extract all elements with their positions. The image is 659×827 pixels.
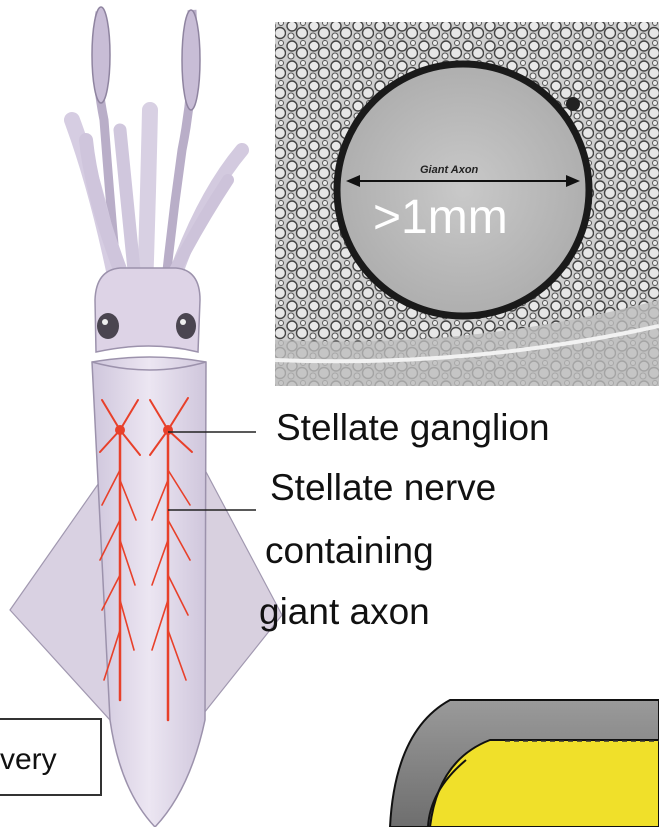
cropped-caption-text: very (0, 745, 57, 775)
squid-illustration (10, 7, 282, 827)
label-stellate-nerve-line3: giant axon (259, 593, 430, 630)
axon-cylinder-diagram (390, 700, 659, 827)
squid-eye-left (97, 313, 119, 339)
squid-head (95, 268, 200, 352)
squid-tentacle-club-right (182, 10, 200, 110)
stellate-ganglion-left (115, 425, 125, 435)
squid-fin-left (10, 470, 110, 720)
giant-axon (337, 64, 589, 316)
axon-diameter-label: >1mm (373, 194, 508, 242)
squid-mantle (92, 357, 206, 827)
label-stellate-ganglion: Stellate ganglion (276, 409, 550, 446)
stellate-ganglion-right (163, 425, 173, 435)
label-stellate-nerve-line1: Stellate nerve (270, 469, 496, 506)
squid-eye-right (176, 313, 196, 339)
label-stellate-nerve-line2: containing (265, 532, 434, 569)
squid-arm (145, 110, 150, 290)
squid-tentacle-club-left (92, 7, 110, 103)
micrograph-caption: Giant Axon (420, 164, 478, 176)
